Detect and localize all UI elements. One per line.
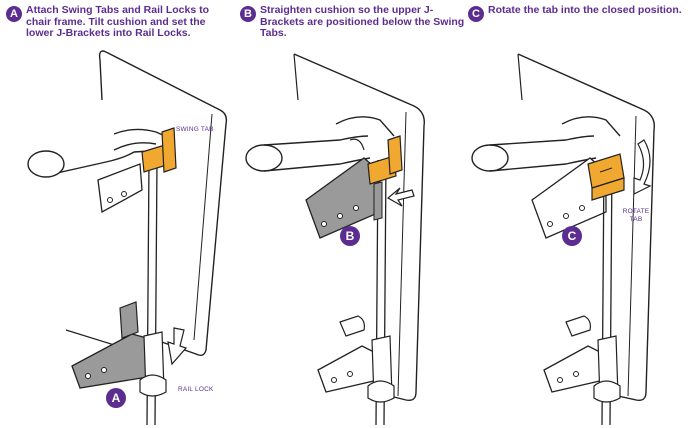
step-panel-a: A Attach Swing Tabs and Rail Locks to ch… <box>6 0 239 428</box>
step-badge-a: A <box>6 6 22 22</box>
direction-arrow-icon <box>386 187 415 207</box>
step-badge-b: B <box>240 6 256 22</box>
step-panel-b: B Straighten cushion so the upper J-Brac… <box>240 0 473 428</box>
callout-swing-tab: SWING TAB <box>176 126 214 133</box>
callout-rail-lock: RAIL LOCK <box>178 386 214 393</box>
cushion-panel <box>105 51 228 357</box>
step-header-b: B Straighten cushion so the upper J-Brac… <box>240 4 465 40</box>
step-badge-c: C <box>468 6 484 22</box>
marker-a: A <box>106 388 126 408</box>
step-instruction-b: Straighten cushion so the upper J-Bracke… <box>260 4 465 39</box>
direction-arrow-icon <box>167 327 188 366</box>
step-instruction-c: Rotate the tab into the closed position. <box>488 4 682 16</box>
callout-rotate-tab: ROTATE TAB <box>622 208 650 223</box>
step-instruction-a: Attach Swing Tabs and Rail Locks to chai… <box>26 4 209 39</box>
cushion-side <box>98 50 107 101</box>
curved-arrow-icon <box>633 139 652 195</box>
illustration-b <box>245 53 425 425</box>
marker-c: C <box>562 226 582 246</box>
marker-b: B <box>340 226 360 246</box>
push-handle <box>489 135 597 172</box>
step-panel-c: C Rotate the tab into the closed positio… <box>468 0 700 428</box>
upper-j-bracket <box>97 163 143 214</box>
step-header-c: C Rotate the tab into the closed positio… <box>468 4 693 22</box>
illustration-c <box>471 53 655 425</box>
step-header-a: A Attach Swing Tabs and Rail Locks to ch… <box>6 4 231 40</box>
push-handle <box>263 135 371 172</box>
illustration-a <box>27 50 228 425</box>
